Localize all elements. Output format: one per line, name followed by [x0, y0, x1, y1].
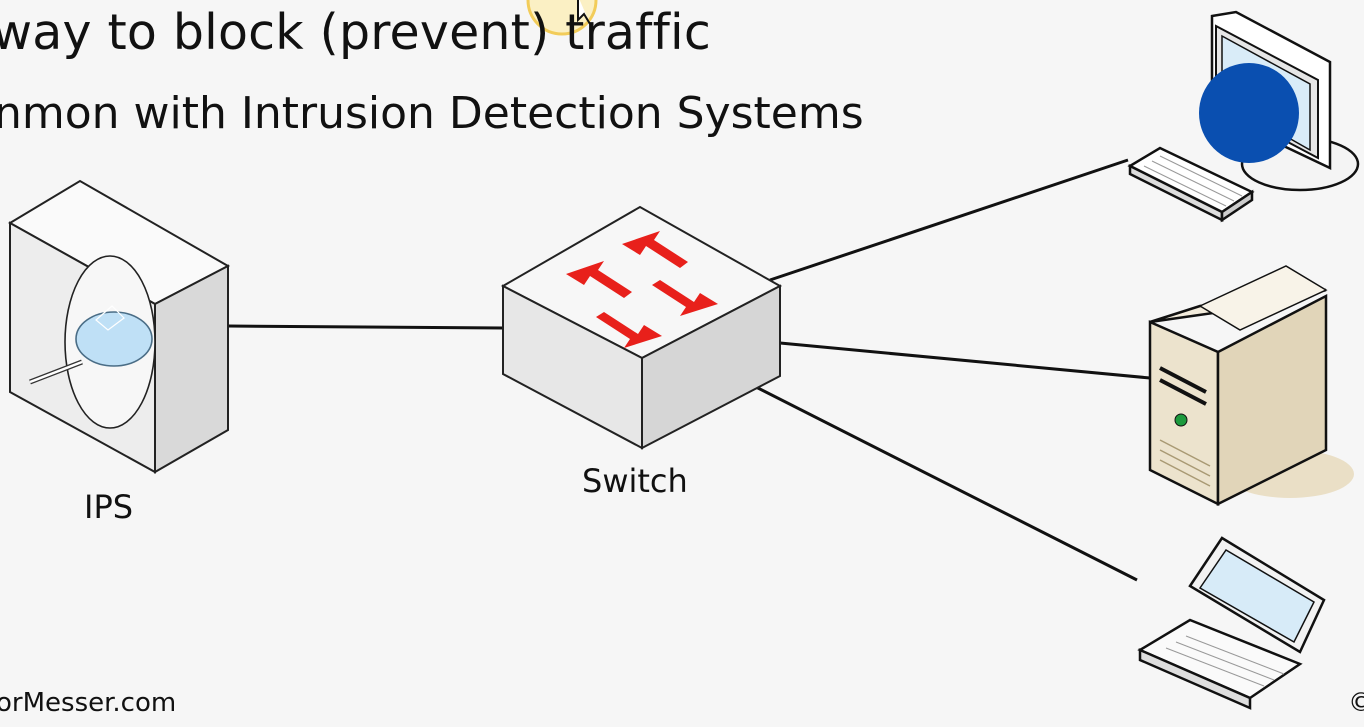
- switch-arrows: [566, 231, 718, 348]
- link-ips-switch: [227, 324, 504, 330]
- switch-label: Switch: [582, 462, 688, 500]
- link-switch-server: [779, 341, 1151, 380]
- slide-bullet-2: nmon with Intrusion Detection Systems: [0, 88, 864, 139]
- slide-bullet-1: way to block (prevent) traffic: [0, 4, 712, 61]
- link-switch-desktop: [769, 158, 1129, 282]
- cursor-highlight-dot: [1199, 63, 1299, 163]
- tower-server-icon: [1148, 265, 1354, 507]
- mouse-cursor-highlight-icon: [526, 0, 598, 36]
- link-switch-laptop: [751, 383, 1138, 582]
- connections: [227, 158, 1151, 582]
- network-switch-icon: [500, 205, 783, 450]
- ips-label: IPS: [84, 488, 134, 526]
- footer-website: orMesser.com: [0, 688, 177, 718]
- footer-copyright: ©: [1348, 688, 1364, 718]
- laptop-icon: [1137, 536, 1326, 710]
- ips-appliance-icon: [8, 179, 231, 474]
